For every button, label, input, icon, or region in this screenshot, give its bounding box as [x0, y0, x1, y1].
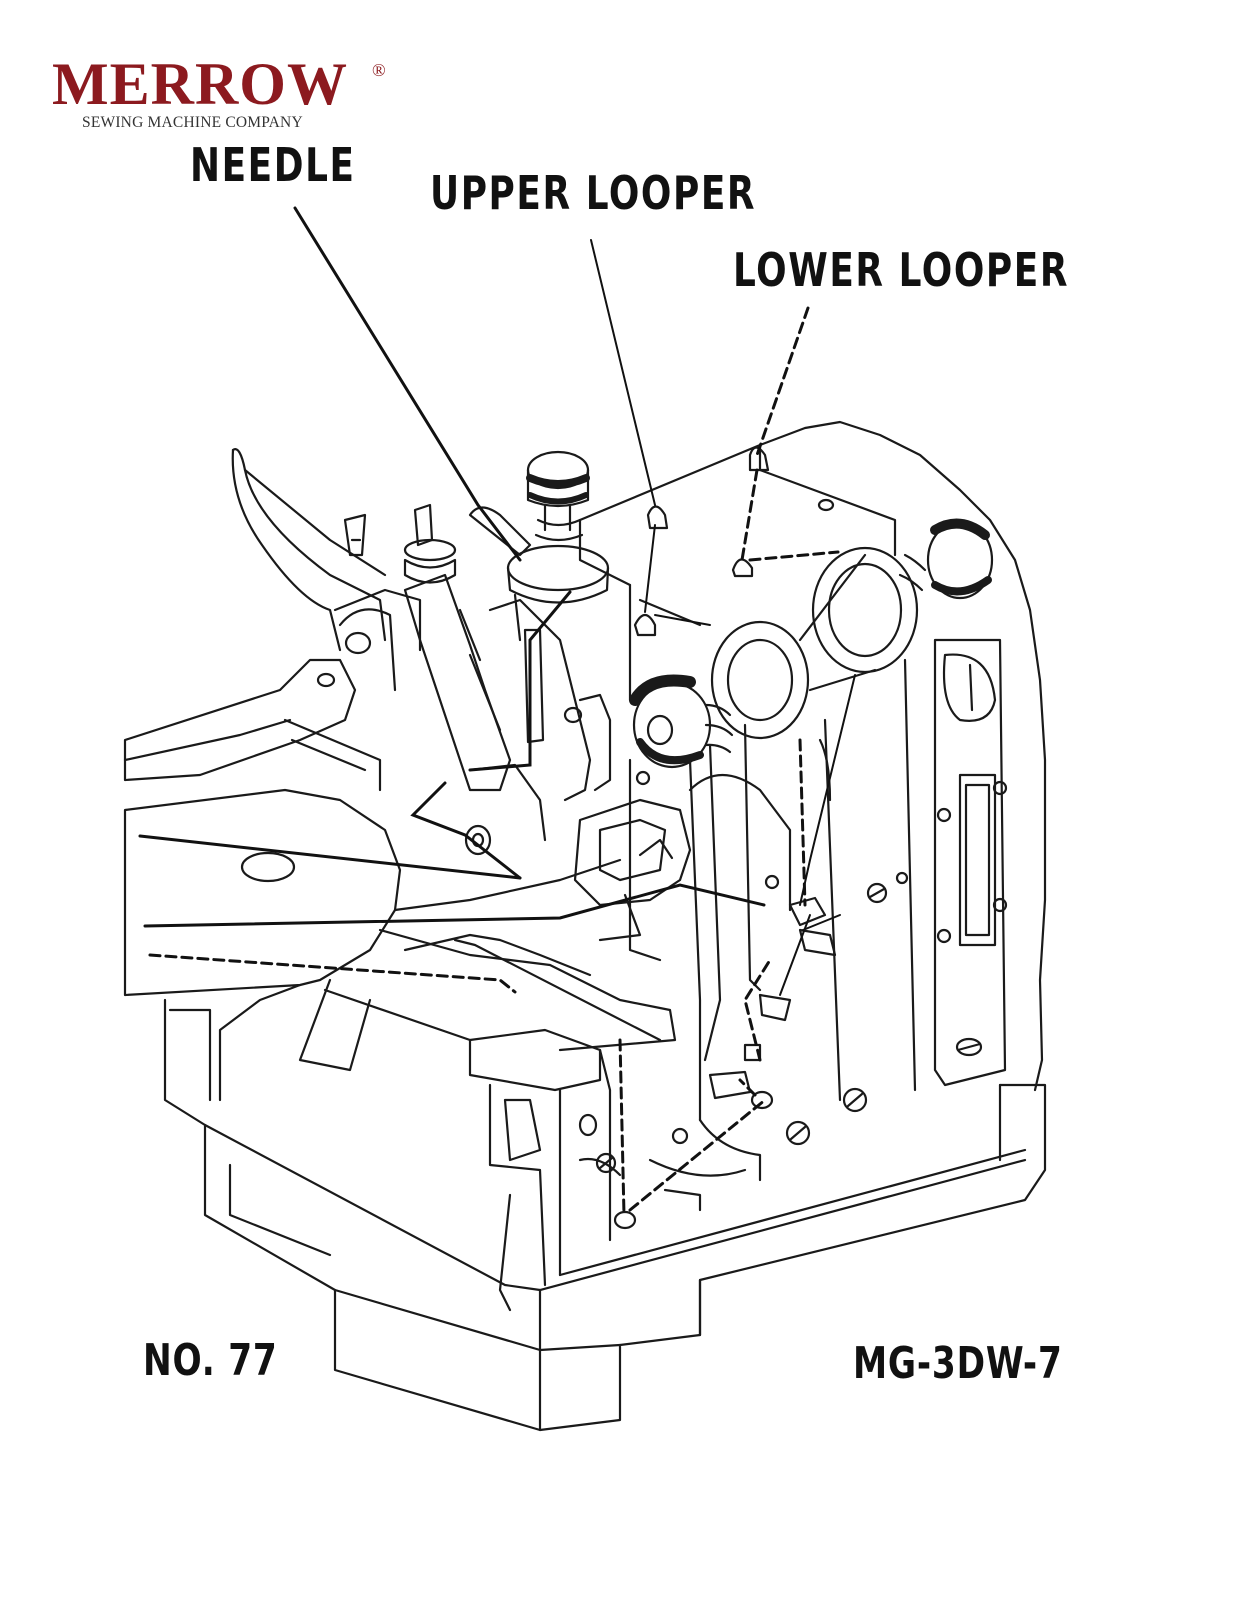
- merrow-logo: MERROW ® SEWING MACHINE COMPANY: [52, 51, 402, 131]
- lower-looper-thread-path: [148, 306, 840, 1217]
- needle-tension-post: [506, 450, 610, 642]
- presser-arm: [123, 448, 422, 792]
- label-lower-looper: LOWER LOOPER: [733, 243, 1070, 297]
- needle-bar: [403, 503, 612, 856]
- logo-brand: MERROW: [52, 51, 348, 117]
- needle-thread-path: [138, 206, 766, 928]
- tension-rollers: [629, 518, 994, 769]
- label-upper-looper: UPPER LOOPER: [430, 166, 757, 220]
- throat-plate: [123, 788, 677, 1312]
- label-needle: NEEDLE: [190, 138, 356, 192]
- machine-base: [163, 998, 1047, 1432]
- model-number: MG-3DW-7: [853, 1338, 1063, 1389]
- upper-looper-thread-path: [590, 239, 856, 996]
- logo-subtitle: SEWING MACHINE COMPANY: [82, 114, 303, 131]
- machine-housing: [558, 420, 1047, 1277]
- thread-guides: [468, 446, 770, 637]
- looper-mechanism: [573, 723, 837, 1230]
- logo-registered-mark: ®: [372, 60, 386, 80]
- screws: [595, 498, 1008, 1174]
- diagram-number: NO. 77: [143, 1335, 278, 1386]
